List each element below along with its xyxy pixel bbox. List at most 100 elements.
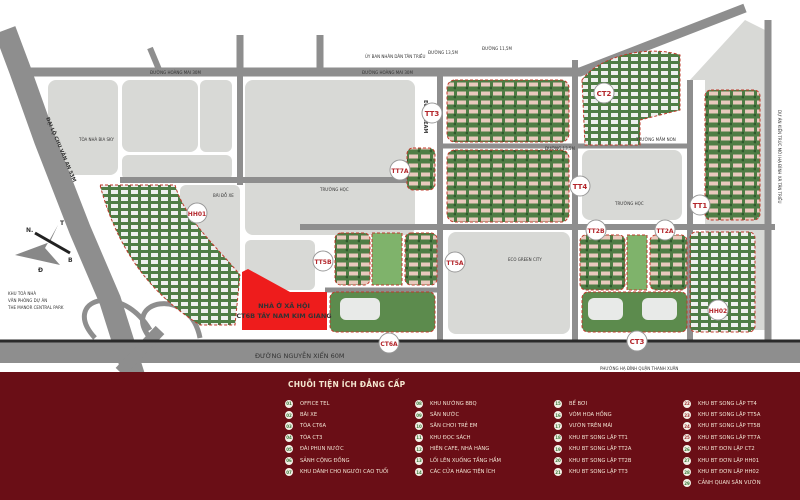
svg-text:TT5B: TT5B [314, 259, 331, 266]
legend-number-badge: 04 [285, 433, 293, 442]
legend-label: KHU BT SONG LẬP TT5A [698, 412, 761, 419]
legend-label: BỂ BƠI [569, 400, 588, 407]
legend-label: KHU BT SONG LẬP TT3 [569, 469, 628, 476]
legend-label: CÁC CỬA HÀNG TIỆN ÍCH [430, 469, 496, 476]
legend-label: TÒA CT3 [300, 434, 323, 441]
zone-markers: TT3 TT7A TT4 CT2 TT1 TT2B TT2A TT5B TT5A… [186, 82, 729, 354]
zone-marker-tt5a[interactable]: TT5A [444, 251, 466, 273]
legend-label: HIÊN CAFE, NHÀ HÀNG [430, 446, 490, 453]
zone-marker-tt3[interactable]: TT3 [421, 102, 443, 124]
zone-marker-tt2a[interactable]: TT2A [654, 219, 676, 241]
place-label-kindergarten: TRƯỜNG MẦM NON [635, 137, 676, 142]
legend-number-badge: 01 [285, 399, 293, 408]
road-label-nguyen-xien: ĐƯỜNG NGUYỄN XIỂN 60M [255, 350, 344, 360]
highlight-line2: CT6B TÂY NAM KIM GIANG [236, 311, 331, 320]
zone-marker-ct6a[interactable]: CT6A [378, 332, 400, 354]
legend-label: KHU NƯỚNG BBQ [430, 400, 477, 407]
legend-number-badge: 24 [683, 422, 691, 431]
compass-b: B [68, 257, 73, 264]
zone-marker-ct3[interactable]: CT3 [626, 330, 648, 352]
legend-item: 28 KHU BT ĐƠN LẬP HH02 [683, 466, 761, 477]
compass-t: T [60, 220, 65, 227]
zone-marker-tt4[interactable]: TT4 [569, 175, 591, 197]
place-label-school-2: TRƯỜNG HỌC [614, 201, 644, 206]
legend-number-badge: 16 [554, 411, 562, 420]
legend-item: 18 KHU BT SONG LẬP TT1 [554, 432, 631, 443]
legend-label: SÂN CHƠI TRẺ EM [430, 423, 478, 430]
legend-item: 16 VÒM HOA HỒNG [554, 409, 631, 420]
manor-label-1: KHU TOÀ NHÀ [8, 291, 36, 296]
zone-marker-tt2b[interactable]: TT2B [585, 219, 607, 241]
svg-text:HH02: HH02 [709, 308, 727, 315]
legend-number-badge: 10 [415, 422, 423, 431]
legend-number-badge: 19 [554, 445, 562, 454]
place-label-ha-dinh: PHƯỜNG HẠ ĐÌNH QUẬN THANH XUÂN [600, 366, 678, 371]
legend-label: KHU BT SONG LẬP TT4 [698, 400, 757, 407]
svg-text:TT3: TT3 [425, 110, 440, 118]
legend-number-badge: 07 [285, 468, 293, 477]
legend-label: SÂN NƯỚC [430, 412, 460, 419]
legend-item: 12 HIÊN CAFE, NHÀ HÀNG [415, 444, 501, 455]
legend-number-badge: 23 [683, 411, 691, 420]
place-label-eco-green: ECO GREEN CITY [508, 257, 542, 262]
legend-item: 23 KHU BT SONG LẬP TT5A [683, 409, 761, 420]
legend-label: KHU BT ĐƠN LẬP HH01 [698, 457, 760, 464]
svg-text:TT7A: TT7A [391, 168, 408, 175]
road-label-inner-1: ĐƯỜNG 13,5M [428, 50, 458, 55]
legend-label: CẢNH QUAN SÂN VƯỜN [698, 480, 761, 487]
legend-number-badge: 17 [554, 422, 562, 431]
compass-d: Đ [38, 267, 43, 274]
road-label-hoang-mai: ĐƯỜNG HOÀNG MAI 30M [150, 70, 201, 75]
legend-number-badge: 08 [415, 399, 423, 408]
legend-label: VƯỜN TRÊN MÁI [569, 423, 613, 430]
legend-number-badge: 26 [683, 445, 691, 454]
compass-icon: N. T B Đ [15, 220, 73, 274]
svg-text:HH01: HH01 [188, 211, 206, 218]
zone-marker-tt1[interactable]: TT1 [689, 194, 711, 216]
legend-item: 08 KHU NƯỚNG BBQ [415, 398, 501, 409]
highlight-line1: NHÀ Ở XÃ HỘI [258, 300, 310, 310]
zone-marker-ct2[interactable]: CT2 [593, 82, 615, 104]
legend-label: KHU BT ĐƠN LẬP HH02 [698, 469, 760, 476]
zone-marker-hh02[interactable]: HH02 [707, 299, 729, 321]
legend-label: KHU BT SONG LẬP TT1 [569, 434, 628, 441]
legend-number-badge: 28 [683, 468, 691, 477]
legend-number-badge: 18 [554, 433, 562, 442]
legend-label: KHU BT ĐƠN LẬP CT2 [698, 446, 755, 453]
manor-label-2: VĂN PHÒNG DỰ ÁN [8, 298, 47, 303]
legend-item: 09 SÂN NƯỚC [415, 409, 501, 420]
legend-label: VÒM HOA HỒNG [569, 412, 612, 419]
ct6b-highlight-area[interactable] [242, 269, 327, 330]
legend-label: KHU BT SONG LẬP TT2B [569, 457, 632, 464]
legend-label: KHU ĐỌC SÁCH [430, 434, 471, 441]
legend-label: BÃI XE [300, 412, 318, 419]
legend-label: OFFICE TEL [300, 400, 330, 407]
zone-marker-tt5b[interactable]: TT5B [312, 250, 334, 272]
zone-marker-hh01[interactable]: HH01 [186, 202, 208, 224]
legend-label: KHU BT SONG LẬP TT7A [698, 434, 761, 441]
place-label-ubnd: ỦY BAN NHÂN DÂN TÂN TRIỀU [365, 54, 425, 59]
legend-number-badge: 22 [683, 399, 691, 408]
legend-number-badge: 09 [415, 411, 423, 420]
svg-text:TT2A: TT2A [656, 228, 673, 235]
road-label-inner-3: ĐƯỜNG 13,5M [545, 146, 575, 151]
zone-marker-tt7a[interactable]: TT7A [389, 159, 411, 181]
legend-label: SẢNH CỘNG ĐỒNG [300, 457, 350, 464]
legend-number-badge: 12 [415, 445, 423, 454]
legend-label: LỐI LÊN XUỐNG TẦNG HẦM [430, 457, 502, 464]
legend-label: TÒA CT6A [300, 423, 326, 430]
road-label-hoang-mai-2: ĐƯỜNG HOÀNG MAI 30M [362, 70, 413, 75]
place-label-school-1: TRƯỜNG HỌC [319, 187, 349, 192]
manor-label-3: THE MANOR CENTRAL PARK [7, 305, 64, 310]
